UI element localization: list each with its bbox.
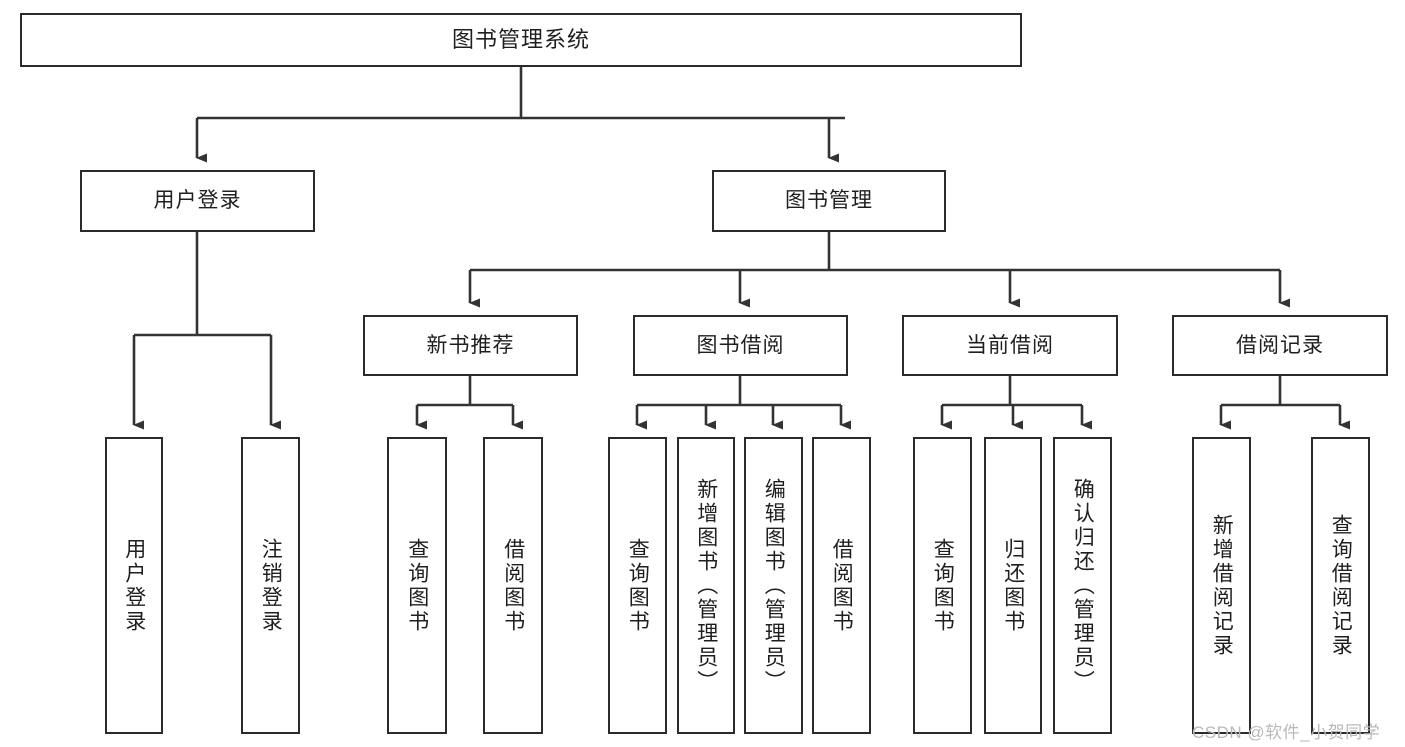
node-borrow-record[interactable]: 借阅记录 <box>1172 315 1388 376</box>
node-leaf-edit-book-admin[interactable]: 编辑图书（管理员） <box>744 437 803 734</box>
node-leaf-query-borrow-record[interactable]: 查询借阅记录 <box>1311 437 1370 734</box>
node-root[interactable]: 图书管理系统 <box>20 13 1022 67</box>
node-book-borrow-label: 图书借阅 <box>696 333 785 357</box>
node-leaf-edit-book-admin-label: 编辑图书（管理员） <box>762 477 786 694</box>
node-current-borrow[interactable]: 当前借阅 <box>902 315 1118 376</box>
node-leaf-borrow-book-rec[interactable]: 借阅图书 <box>483 437 543 734</box>
node-leaf-add-borrow-record[interactable]: 新增借阅记录 <box>1192 437 1251 734</box>
node-leaf-borrow-book-rec-label: 借阅图书 <box>501 537 525 634</box>
node-new-book-recommend[interactable]: 新书推荐 <box>363 315 578 376</box>
node-leaf-user-login[interactable]: 用户登录 <box>105 437 163 734</box>
node-book-manage[interactable]: 图书管理 <box>712 170 946 232</box>
node-leaf-return-book[interactable]: 归还图书 <box>984 437 1042 734</box>
node-user-login[interactable]: 用户登录 <box>80 170 315 232</box>
csdn-watermark: CSDN @软件_小贺同学 <box>1192 723 1381 742</box>
node-leaf-user-login-label: 用户登录 <box>122 537 146 634</box>
node-root-label: 图书管理系统 <box>451 26 590 52</box>
node-leaf-query-book-rec-label: 查询图书 <box>405 537 429 634</box>
node-leaf-borrow-book[interactable]: 借阅图书 <box>812 437 871 734</box>
node-leaf-query-book-borrow[interactable]: 查询图书 <box>608 437 667 734</box>
node-user-login-label: 用户登录 <box>153 189 242 213</box>
node-leaf-query-book-rec[interactable]: 查询图书 <box>387 437 447 734</box>
node-new-book-recommend-label: 新书推荐 <box>426 333 515 357</box>
node-leaf-return-book-label: 归还图书 <box>1001 537 1025 634</box>
node-leaf-borrow-book-label: 借阅图书 <box>830 537 854 634</box>
node-current-borrow-label: 当前借阅 <box>966 333 1054 357</box>
node-borrow-record-label: 借阅记录 <box>1236 333 1324 357</box>
node-leaf-query-borrow-record-label: 查询借阅记录 <box>1329 513 1353 658</box>
node-leaf-add-borrow-record-label: 新增借阅记录 <box>1210 513 1234 658</box>
node-leaf-confirm-return-admin-label: 确认归还（管理员） <box>1071 477 1095 694</box>
node-leaf-query-book-current[interactable]: 查询图书 <box>913 437 972 734</box>
node-leaf-user-logout-label: 注销登录 <box>259 537 283 634</box>
node-leaf-confirm-return-admin[interactable]: 确认归还（管理员） <box>1053 437 1112 734</box>
node-book-borrow[interactable]: 图书借阅 <box>633 315 848 376</box>
node-leaf-add-book-admin-label: 新增图书（管理员） <box>694 477 718 694</box>
node-leaf-query-book-current-label: 查询图书 <box>931 537 955 634</box>
node-leaf-user-logout[interactable]: 注销登录 <box>241 437 300 734</box>
node-book-manage-label: 图书管理 <box>785 189 873 213</box>
node-leaf-query-book-borrow-label: 查询图书 <box>626 537 650 634</box>
node-leaf-add-book-admin[interactable]: 新增图书（管理员） <box>677 437 735 734</box>
